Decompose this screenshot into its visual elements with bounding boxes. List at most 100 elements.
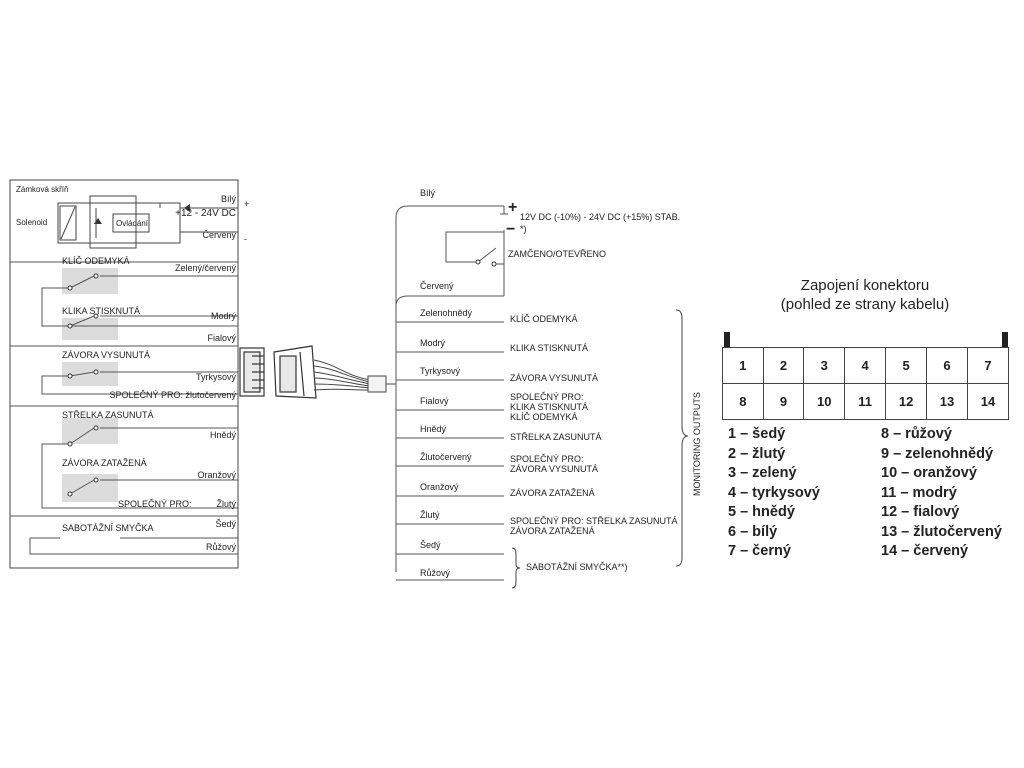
pin-cell: 9 (762, 383, 805, 420)
wire-spolecny-pro: SPOLEČNÝ PRO: (118, 499, 192, 509)
wire-bily: Bílý (221, 194, 237, 204)
connector-pinout: Zapojení konektoru (pohled ze strany kab… (722, 276, 1014, 559)
output-descriptions: KLÍČ ODEMYKÁ KLIKA STISKNUTÁ ZÁVORA VYSUNU… (510, 314, 678, 536)
section-zavora-vysunuta: ZÁVORA VYSUNUTÁ (62, 350, 150, 360)
legend-item: 6 – bílý (728, 523, 778, 540)
pin-cell: 12 (885, 383, 928, 420)
cable-bundle (313, 359, 396, 393)
output-wire-color: Oranžový (420, 482, 459, 492)
wire-fialovy: Fialový (207, 333, 236, 343)
legend-item: 11 – modrý (881, 484, 957, 501)
output-wire-color: Růžový (420, 568, 451, 578)
pin-cell: 4 (844, 347, 887, 384)
pin-cell: 2 (762, 347, 805, 384)
left-wires (29, 275, 238, 555)
legend-item: 13 – žlutočervený (881, 523, 1002, 540)
output-description: KLÍČ ODEMYKÁ (510, 314, 578, 324)
wire-oranzovy: Oranžový (197, 470, 236, 480)
voltage-label: +12 - 24V DC (175, 208, 236, 219)
pin-cell: 14 (967, 383, 1009, 420)
pin-row-1: 1 2 3 4 5 6 7 (722, 347, 1009, 384)
lock-state-label: ZAMČENO/OTEVŘENO (508, 249, 606, 259)
sabotage-label: SABOTÁŽNÍ SMYČKA**) (526, 562, 628, 572)
wire-cerveny: Červený (202, 230, 236, 240)
minus-sign: - (244, 234, 247, 244)
connector-title-line2: (pohled ze strany kabelu) (780, 296, 950, 313)
pin-cell: 5 (885, 347, 928, 384)
output-wire-color: Tyrkysový (420, 366, 461, 376)
pin-cell: 6 (926, 347, 968, 384)
output-description: ZÁVORA ZATAŽENÁ (510, 488, 595, 498)
output-description: ZÁVORA ZATAŽENÁ (510, 526, 595, 536)
monitoring-brace (675, 309, 689, 567)
contact-blocks (62, 268, 118, 502)
lock-box-panel (9, 179, 239, 569)
connector-key-right (1002, 332, 1008, 348)
output-wire-color: Modrý (420, 338, 446, 348)
solenoid-label: Solenoid (16, 218, 47, 227)
legend-item: 7 – černý (728, 543, 791, 559)
connector-key-left (724, 332, 730, 348)
switch-contacts (67, 273, 99, 497)
output-wire-color: Žlutočervený (420, 452, 472, 462)
connector-title-line1: Zapojení konektoru (800, 277, 930, 294)
legend-item: 12 – fialový (881, 504, 960, 520)
legend-item: 3 – zelený (728, 465, 797, 481)
legend-item: 10 – oranžový (881, 465, 977, 481)
pin-cell: 10 (803, 383, 846, 420)
legend-item: 5 – hnědý (728, 504, 795, 520)
output-wire-color: Zelenohnědý (420, 308, 473, 318)
output-description: SPOLEČNÝ PRO: STŘELKA ZASUNUTÁ (510, 516, 678, 526)
connector-grid: 1 2 3 4 5 6 7 8 9 10 11 12 13 14 (722, 332, 1010, 422)
output-wire-color: Hnědý (420, 424, 447, 434)
pin-cell: 13 (926, 383, 968, 420)
supply-plus: + (508, 199, 517, 216)
pin-cell: 3 (803, 347, 846, 384)
section-strelka: STŘELKA ZASUNUTÁ (62, 410, 154, 420)
wire-tyrkysovy: Tyrkysový (196, 372, 237, 382)
plus-sign: + (244, 199, 249, 209)
wire-modry: Modrý (211, 311, 237, 321)
section-klic: KLÍČ ODEMYKÁ (62, 256, 130, 266)
legend-item: 4 – tyrkysový (728, 484, 820, 501)
pin-cell: 1 (722, 347, 764, 384)
wire-zluty: Žlutý (216, 499, 236, 509)
output-description: KLÍČ ODEMYKÁ (510, 412, 578, 422)
output-description: ZÁVORA VYSUNUTÁ (510, 464, 598, 474)
output-description: KLIKA STISKNUTÁ (510, 343, 588, 353)
wire-hnedy: Hnědý (210, 430, 237, 440)
output-wire-color: Žlutý (420, 510, 440, 520)
section-klika: KLIKA STISKNUTÁ (62, 306, 140, 316)
pin-table: 1 2 3 4 5 6 7 8 9 10 11 12 13 14 (722, 347, 1009, 420)
section-sabotazni: SABOTÁŽNÍ SMYČKA (62, 523, 154, 533)
legend-item: 2 – žlutý (728, 445, 786, 462)
pin-row-2: 8 9 10 11 12 13 14 (722, 383, 1009, 420)
lock-box-title: Zámková skříň (16, 185, 68, 194)
ovladani-label: Ovládání (116, 219, 149, 228)
supply-voltage: 12V DC (-10%) - 24V DC (+15%) STAB. (520, 212, 680, 222)
wire-spolecny-zlutocerveny: SPOLEČNÝ PRO: žlutočervený (109, 390, 236, 400)
output-wire-color: Šedý (420, 540, 441, 550)
sabotage-brace (511, 547, 521, 589)
output-description: STŘELKA ZASUNUTÁ (510, 432, 602, 442)
monitoring-outputs-label: MONITORING OUTPUTS (692, 392, 702, 496)
legend-item: 9 – zelenohnědý (881, 445, 994, 462)
output-wire-labels: ZelenohnědýModrýTyrkysovýFialovýHnědýŽlu… (420, 308, 473, 578)
legend-item: 14 – červený (881, 543, 969, 559)
wire-sedy: Šedý (215, 519, 236, 529)
legend-item: 8 – růžový (881, 426, 952, 442)
output-description: ZÁVORA VYSUNUTÁ (510, 373, 598, 383)
output-description: SPOLEČNÝ PRO: (510, 392, 584, 402)
output-wire-color: Fialový (420, 396, 449, 406)
section-dividers (10, 261, 238, 517)
lock-switch-contacts (475, 259, 497, 267)
wire-cerveny-right: Červený (420, 281, 454, 291)
pin-cell: 8 (722, 383, 764, 420)
wire-bily-right: Bílý (420, 188, 436, 198)
supply-minus: − (506, 221, 515, 238)
connector-title: Zapojení konektoru (pohled ze strany kab… (716, 276, 1014, 314)
right-wires (395, 205, 508, 581)
pin-cell: 7 (967, 347, 1009, 384)
output-description: SPOLEČNÝ PRO: (510, 454, 584, 464)
